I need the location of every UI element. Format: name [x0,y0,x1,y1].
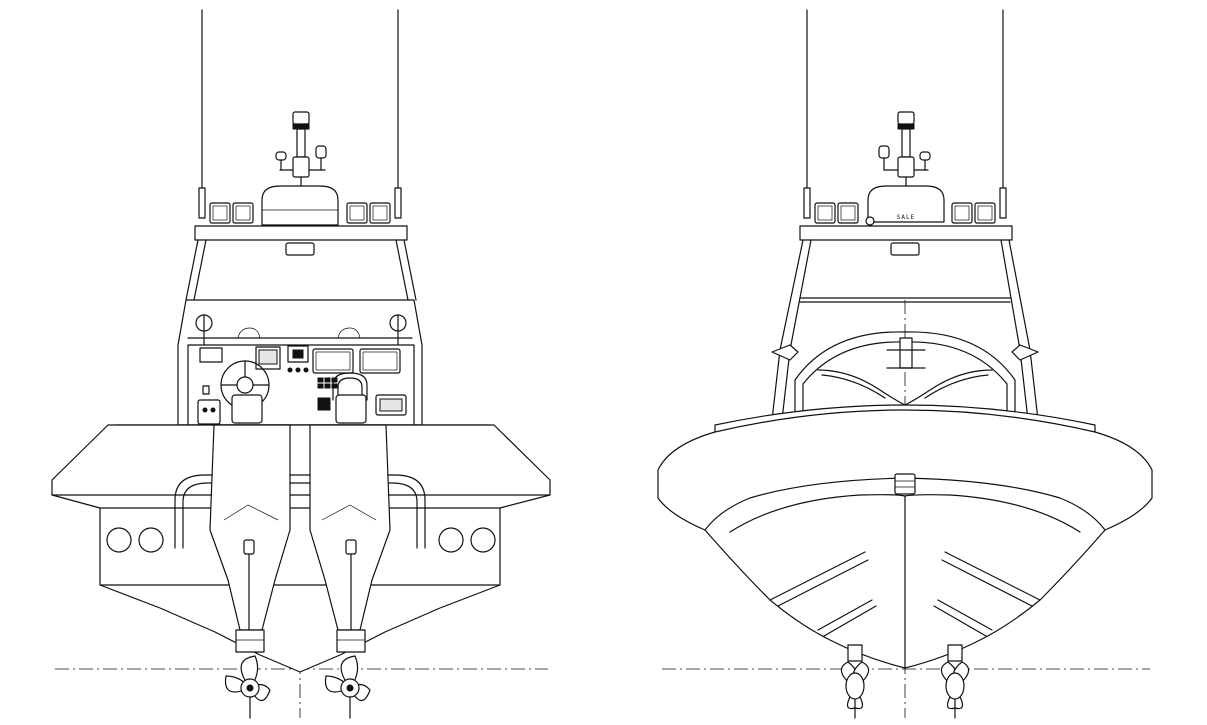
stern-outboard-engine-right [309,424,391,653]
bow-propeller-right [940,644,970,719]
stern-grab-rail [174,474,426,549]
stern-mast [275,111,327,189]
stern-outboard-engine-left [209,424,291,653]
stern-transom-portholes [106,527,496,553]
stern-hull [51,424,551,673]
stern-side-handles [195,314,407,346]
stern-helm-seat-left [197,360,270,425]
bow-dome-marking: SALE [897,214,915,221]
stern-propeller-right [324,655,371,719]
bow-antennas [803,9,1007,219]
stern-hardtop [194,225,408,241]
stern-t-top-legs [185,239,417,301]
bow-propeller-left [840,644,870,719]
stern-propeller-left [224,655,271,719]
bow-t-top-legs [771,239,1039,421]
stern-view [51,9,551,719]
bow-strakes [769,551,1041,637]
bow-radar-dome [867,185,945,223]
bow-rail [794,331,1016,416]
bow-floodlights [814,202,996,226]
stern-floodlights [209,202,391,224]
stern-radar-dome [261,185,339,226]
bow-view: SALE [657,9,1153,719]
stern-helm-seat-right [317,372,407,424]
bow-hardtop [799,225,1013,241]
bow-mast [878,111,931,189]
stern-antennas [198,9,402,219]
